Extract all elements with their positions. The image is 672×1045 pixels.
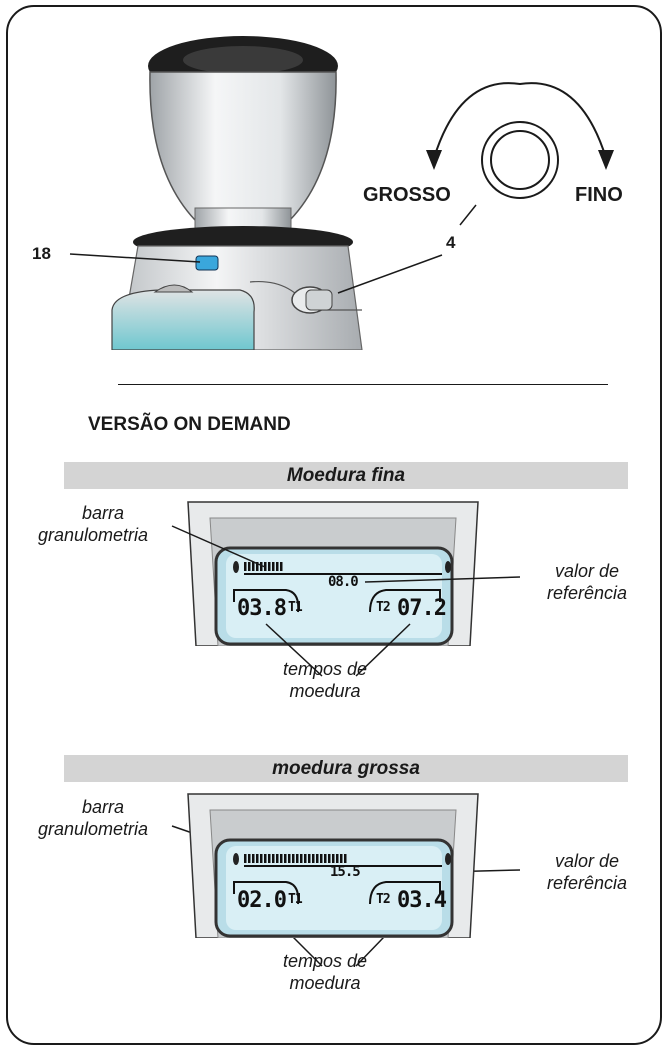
t1-label-coarse: T1 [288, 892, 303, 907]
grind-bar-segment [320, 854, 323, 863]
grind-bar-segment [264, 562, 267, 571]
grind-bar-segment [328, 854, 331, 863]
grind-bar-segment [256, 562, 259, 571]
grind-bar-segment [316, 854, 319, 863]
grind-bar-segment [276, 562, 279, 571]
grind-bar-segment [272, 854, 275, 863]
grind-bar-segment [336, 854, 339, 863]
grind-bar-segment [268, 854, 271, 863]
grind-bar-segment [308, 854, 311, 863]
grind-bar-segment [272, 562, 275, 571]
times-label-coarse: tempos de moedura [282, 951, 368, 993]
section-title: VERSÃO ON DEMAND [88, 414, 291, 435]
t2-label-fine: T2 [376, 600, 391, 615]
grind-bar-segment [292, 854, 295, 863]
grind-bar-segment [332, 854, 335, 863]
grind-bar-segment [284, 854, 287, 863]
grind-bar-segment [264, 854, 267, 863]
ref-value-fine: 08.0 [328, 574, 359, 590]
label-fino: FINO [575, 184, 623, 206]
grind-bar-segment [312, 854, 315, 863]
grind-bar-segment [280, 854, 283, 863]
grind-bar-segment [252, 854, 255, 863]
grind-bar-segment [344, 854, 347, 863]
ref-label-coarse: valor de referência [546, 851, 628, 893]
times-label-fine: tempos de moedura [282, 659, 368, 701]
grind-bar-segment [276, 854, 279, 863]
time1-fine: 03.8 [237, 596, 287, 621]
bar-label-coarse: barra granulometria [37, 797, 149, 839]
lcd-display-coarse [187, 793, 479, 938]
t1-label-fine: T1 [288, 600, 303, 615]
callout-18: 18 [32, 244, 51, 263]
panel-heading-fine: Moedura fina [64, 462, 628, 489]
grind-bar-segment [248, 562, 251, 571]
grind-bar-segment [280, 562, 283, 571]
grind-bar-segment [256, 854, 259, 863]
grind-bar-segment [324, 854, 327, 863]
grind-bar-segment [268, 562, 271, 571]
grind-bar-segment [300, 854, 303, 863]
time1-coarse: 02.0 [237, 888, 287, 913]
lcd-display-fine [187, 501, 479, 646]
label-grosso: GROSSO [363, 184, 451, 206]
bar-label-fine: barra granulometria [37, 503, 149, 545]
grinder-illustration [111, 36, 363, 350]
grind-bar-segment [244, 854, 247, 863]
time2-coarse: 03.4 [397, 888, 447, 913]
rotation-arrow-icon [426, 82, 614, 199]
panel-heading-coarse: moedura grossa [64, 755, 628, 782]
grind-bar-segment [304, 854, 307, 863]
grind-bar-segment [244, 562, 247, 571]
grind-bar-segment [340, 854, 343, 863]
grind-bar-segment [296, 854, 299, 863]
ref-value-coarse: 15.5 [330, 864, 361, 880]
grind-bar-segment [260, 854, 263, 863]
time2-fine: 07.2 [397, 596, 447, 621]
grind-bar-coarse [244, 854, 347, 863]
grind-bar-segment [260, 562, 263, 571]
grind-bar-segment [252, 562, 255, 571]
callout-4: 4 [446, 233, 456, 252]
ref-label-fine: valor de referência [546, 561, 628, 603]
grind-bar-segment [288, 854, 291, 863]
t2-label-coarse: T2 [376, 892, 391, 907]
grind-bar-segment [248, 854, 251, 863]
divider [118, 384, 608, 385]
